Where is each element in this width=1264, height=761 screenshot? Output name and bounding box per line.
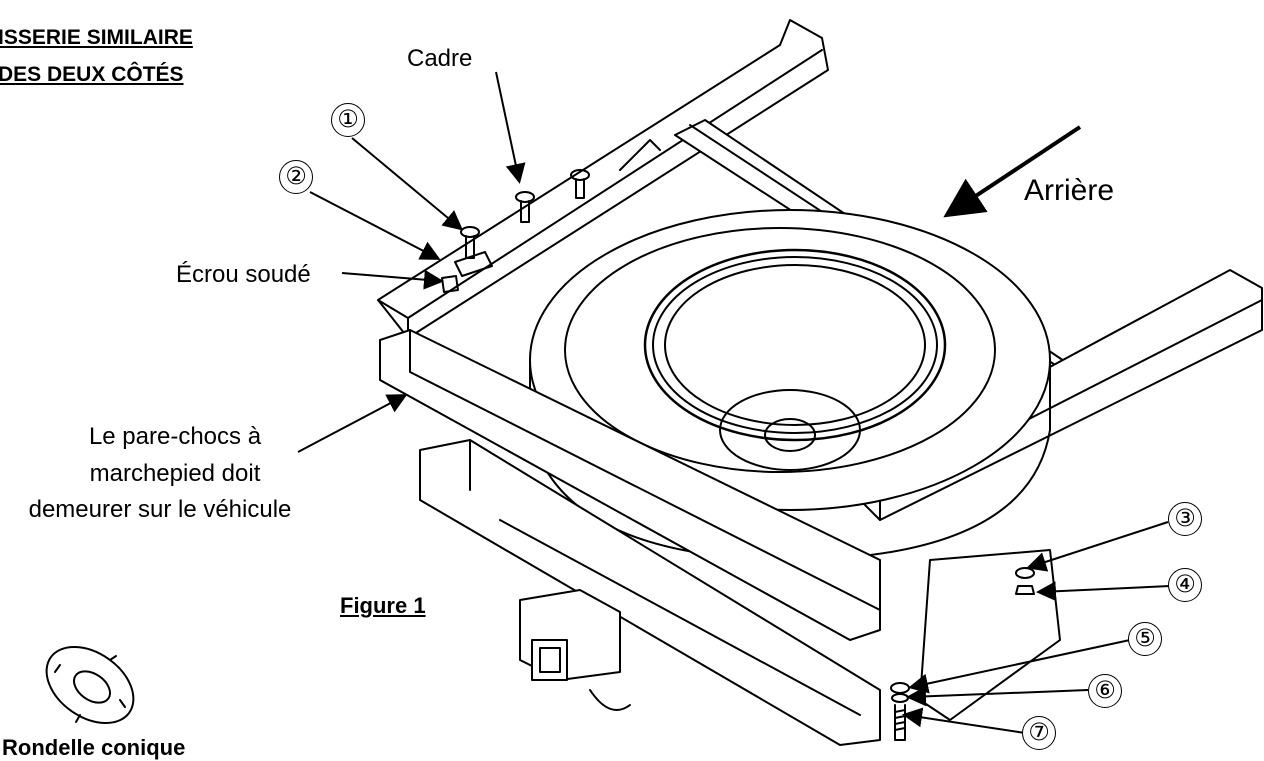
conical-washer-illustration	[45, 645, 135, 725]
washer-caption: Rondelle conique	[2, 735, 186, 760]
callout-7: ⑦	[1022, 716, 1056, 750]
callout-3: ③	[1168, 502, 1202, 536]
rear-direction-arrow	[943, 125, 1082, 218]
leader-3	[1026, 521, 1169, 572]
callout-1: ①	[331, 103, 365, 137]
callout-2: ②	[279, 160, 313, 194]
title-line-2: DES DEUX CÔTÉS	[0, 63, 184, 86]
leader-7	[902, 707, 1026, 734]
spare-tire	[529, 209, 1051, 561]
label-cadre: Cadre	[407, 45, 473, 72]
label-ecrou-soude: Écrou soudé	[176, 261, 311, 288]
callout-5: ⑤	[1128, 622, 1162, 656]
label-bumper-line-1: Le pare-chocs à	[88, 423, 262, 450]
leader-bumper	[297, 394, 408, 453]
label-bumper-line-3: demeurer sur le véhicule	[28, 496, 292, 523]
leader-2	[309, 191, 441, 260]
leader-4	[1036, 581, 1171, 602]
fastener-stack	[890, 549, 1061, 741]
leader-6	[906, 686, 1089, 707]
label-arriere: Arrière	[1024, 174, 1115, 207]
receiver-hitch	[519, 589, 631, 711]
leader-ecrou	[341, 269, 444, 290]
leader-1	[351, 137, 464, 231]
label-bumper-line-2: marchepied doit	[89, 460, 261, 487]
step-bumper	[379, 329, 881, 746]
leader-5	[908, 639, 1131, 694]
figure-caption: Figure 1	[340, 593, 426, 618]
leader-cadre	[495, 71, 526, 184]
callout-6: ⑥	[1088, 674, 1122, 708]
title-line-1: ISSERIE SIMILAIRE	[0, 26, 193, 49]
callout-4: ④	[1168, 568, 1202, 602]
